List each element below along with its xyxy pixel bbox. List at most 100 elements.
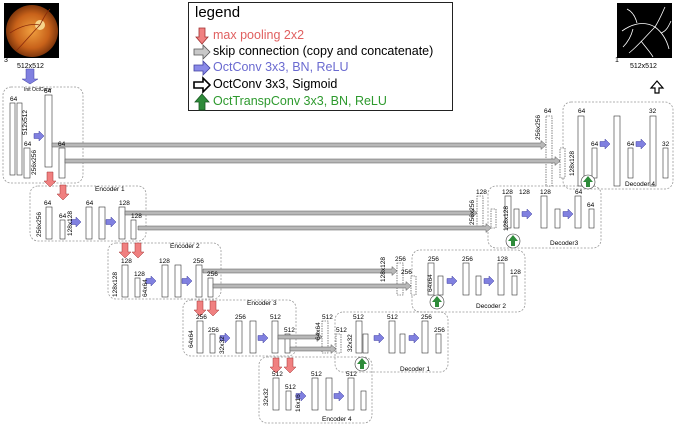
feature-map [410,275,417,296]
channel-label: 128 [476,189,487,196]
feature-map [649,115,657,187]
channel-label: 64 [10,96,18,103]
channel-label: 256 [401,269,412,276]
feature-map [613,115,621,187]
channel-label: 128 [540,189,551,196]
pool-arrow [43,171,57,188]
init-label: Init OctConv [24,87,52,93]
size-label: 256x256 [31,150,38,175]
feature-map [249,320,257,354]
gray-right-arrow-icon [193,44,211,60]
conv-arrow [295,390,307,402]
feature-map [271,320,279,354]
channel-label: 128 [519,189,530,196]
legend-label: skip connection (copy and concatenate) [213,44,434,58]
channel-label: 512 [353,314,364,321]
legend-item-octtranspconv: OctTranspConv 3x3, BN, ReLU [189,93,452,111]
conv-arrow [562,208,574,220]
channel-label: 512 [284,327,295,334]
size-label: 128x128 [380,257,387,282]
legend-label: OctConv 3x3, BN, ReLU [213,60,349,74]
feature-map [335,333,342,354]
size-label: 128x128 [503,206,510,231]
feature-map [360,390,367,411]
feature-map [9,102,16,176]
feature-map [437,275,444,296]
feature-map [59,219,66,240]
feature-map [554,208,561,229]
size-label: 16x16 [295,394,302,412]
channel-label: 256 [207,271,218,278]
feature-map [490,208,497,229]
feature-map [118,206,126,240]
channel-label: 64 [575,189,583,196]
channel-label: 128 [131,213,142,220]
block-title: Encoder 3 [247,300,277,307]
channel-label: 256 [235,314,246,321]
legend-box: legend max pooling 2x2 skip connection (… [188,2,453,111]
channel-label: 32 [649,108,657,115]
size-label: 32x32 [219,336,226,354]
feature-map [174,264,182,298]
output-channels: 1 [615,57,619,64]
feature-map [285,390,292,411]
legend-item-skip-connection: skip connection (copy and concatenate) [189,43,452,61]
channel-label: 128 [119,200,130,207]
channel-label: 128 [510,269,521,276]
feature-map [462,262,470,296]
black-right-arrow-icon [193,76,211,94]
size-label: 128x128 [112,272,119,297]
channel-label: 128 [121,258,132,265]
feature-map [577,115,585,187]
sigmoid-output-arrow [649,80,665,94]
size-label: 256x256 [469,200,476,225]
channel-label: 128 [159,258,170,265]
legend-item-octconv-relu: OctConv 3x3, BN, ReLU [189,59,452,77]
conv-arrow [70,216,82,228]
size-label: 32x32 [347,334,354,352]
channel-label: 512 [272,371,283,378]
feature-map [399,333,406,354]
channel-label: 32 [662,141,670,148]
feature-map [325,377,333,411]
channel-label: 64 [587,202,595,209]
conv-arrow [521,208,533,220]
input-channels: 3 [4,57,8,64]
feature-map [195,264,203,298]
conv-arrow [408,332,420,344]
feature-map [627,147,634,179]
output-size: 512x512 [630,63,657,70]
feature-map [591,147,598,179]
input-size: 512x512 [17,63,44,70]
feature-map [209,333,216,354]
decoder-4-block [562,101,674,190]
feature-map [504,195,512,229]
feature-map [272,377,280,411]
feature-map [435,333,442,354]
skip-connection-arrow [137,222,492,234]
channel-label: 128 [134,271,145,278]
pool-arrow [206,300,220,317]
vessel-drawing [621,6,672,58]
feature-map [44,94,53,168]
channel-label: 256 [428,256,439,263]
feature-map [388,320,396,354]
conv-arrow [333,390,345,402]
pool-arrow [131,242,145,259]
feature-map [559,147,566,179]
channel-label: 512 [311,371,322,378]
feature-map [476,195,484,229]
conv-arrow [219,332,231,344]
legend-item-max-pooling: max pooling 2x2 [189,27,452,45]
channel-label: 64 [578,108,586,115]
channel-label: 256 [421,314,432,321]
pool-arrow [56,184,70,201]
block-title: Decoder3 [550,240,579,247]
channel-label: 512 [346,371,357,378]
skip-connection-arrow [212,280,412,292]
size-label: 64x64 [427,274,434,292]
block-title: Encoder 1 [95,186,125,193]
skip-connection-arrow [51,139,547,151]
feature-map [134,277,141,298]
